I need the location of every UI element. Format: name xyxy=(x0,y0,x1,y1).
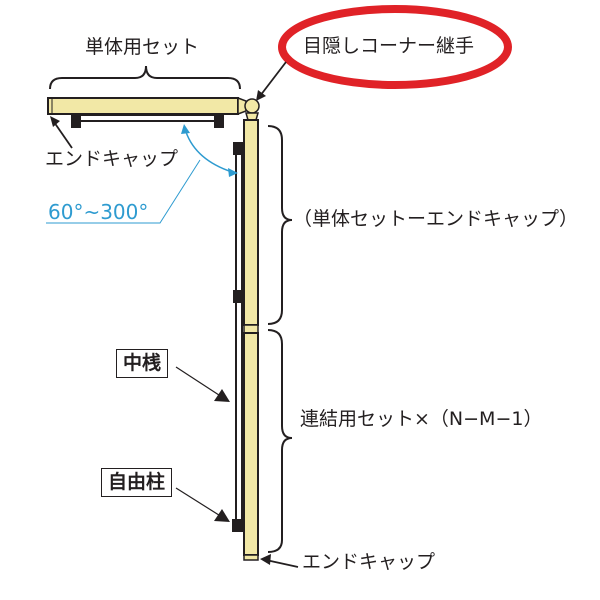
angle-range-label: 60°~300° xyxy=(48,200,149,224)
single-set-label: 単体用セット xyxy=(85,36,200,58)
highlight-ellipse xyxy=(278,5,512,89)
corner-joint xyxy=(244,98,260,114)
end-cap-top-label: エンドキャップ xyxy=(45,148,179,170)
upper-brace xyxy=(267,125,293,325)
vertical-end-cap xyxy=(243,554,259,561)
corner-joint-label: 目隠しコーナー継手 xyxy=(303,35,475,57)
vertical-foot-bottom xyxy=(232,519,243,532)
vertical-panel-lower xyxy=(243,332,259,556)
middle-rail-label: 中桟 xyxy=(116,349,169,378)
single-set-brace xyxy=(49,65,241,90)
free-post-label: 自由柱 xyxy=(101,468,173,497)
horizontal-panel xyxy=(47,97,239,115)
horizontal-foot-right xyxy=(214,114,224,128)
horizontal-foot-left xyxy=(71,114,81,128)
upper-section-label: （単体セットーエンドキャップ） xyxy=(293,208,579,230)
lower-section-label: 連結用セット×（N−M−1） xyxy=(300,408,543,430)
end-cap-bottom-label: エンドキャップ xyxy=(302,551,436,573)
vertical-foot-top xyxy=(233,142,243,155)
angle-arc xyxy=(185,131,233,173)
lower-brace xyxy=(267,329,293,553)
vertical-rail xyxy=(235,147,243,527)
vertical-joint xyxy=(243,324,259,334)
horizontal-rail xyxy=(77,114,219,122)
vertical-panel-upper xyxy=(243,119,259,326)
vertical-foot-mid xyxy=(233,290,243,303)
